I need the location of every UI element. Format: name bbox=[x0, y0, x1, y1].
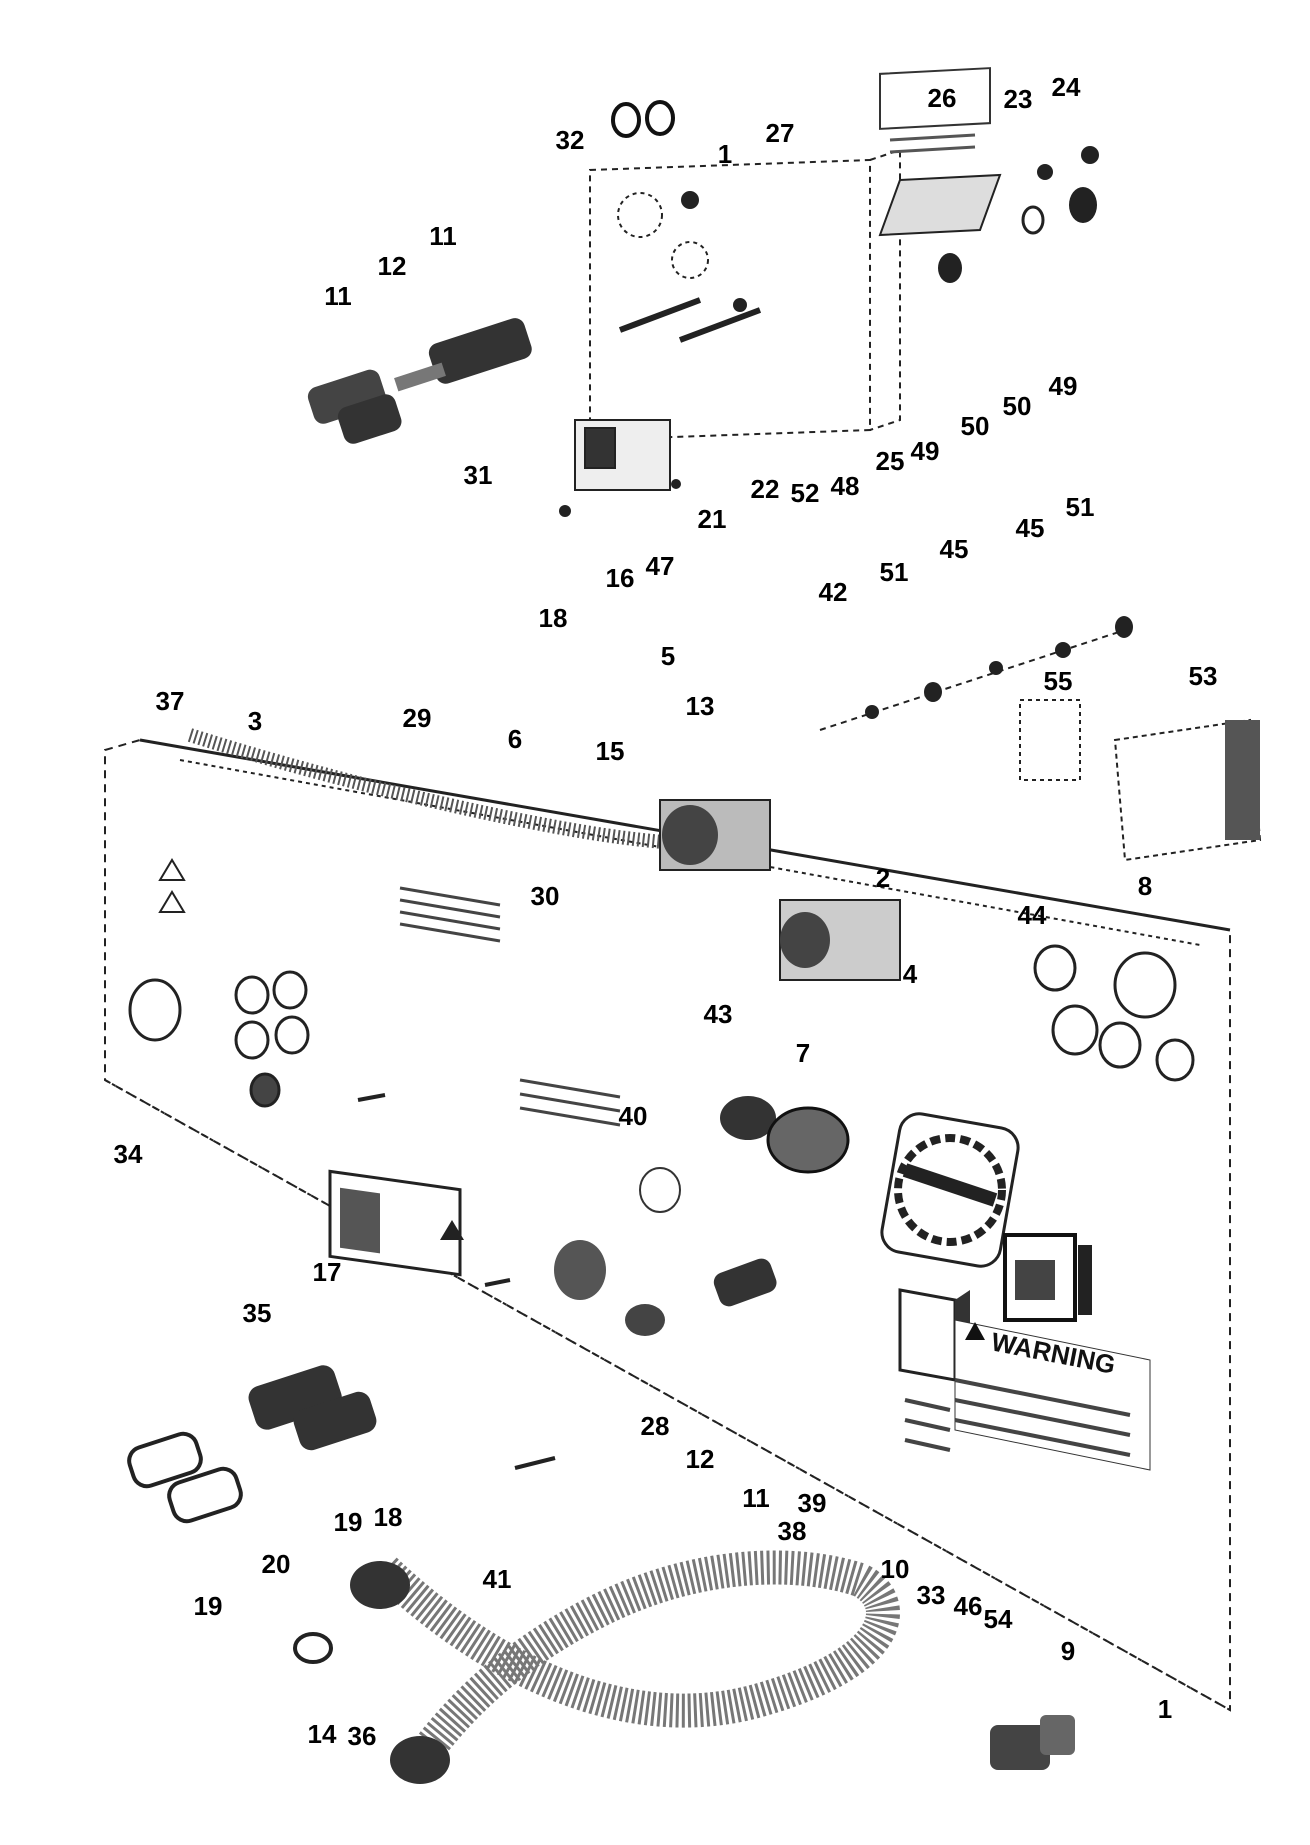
callout-label-47: 47 bbox=[646, 551, 675, 581]
hardware-chain-parts bbox=[865, 616, 1133, 719]
callout-label-8: 8 bbox=[1138, 871, 1152, 901]
bracket bbox=[878, 173, 1002, 237]
callout-label-9: 9 bbox=[1061, 1636, 1075, 1666]
callout-label-36: 36 bbox=[348, 1721, 377, 1751]
connector-assembly-top bbox=[307, 318, 532, 444]
callout-label-49: 49 bbox=[911, 436, 940, 466]
callout-label-37: 37 bbox=[156, 686, 185, 716]
callout-label-19: 19 bbox=[194, 1591, 223, 1621]
callout-label-51: 51 bbox=[1066, 492, 1095, 522]
callout-label-33: 33 bbox=[917, 1580, 946, 1610]
callout-label-1: 1 bbox=[1158, 1694, 1172, 1724]
callout-label-12: 12 bbox=[686, 1444, 715, 1474]
upper-control-assembly bbox=[574, 148, 901, 491]
callout-label-14: 14 bbox=[308, 1719, 337, 1749]
callout-label-18: 18 bbox=[374, 1502, 403, 1532]
relay-block bbox=[659, 699, 1081, 981]
callout-label-11: 11 bbox=[429, 221, 457, 251]
hose bbox=[373, 1550, 900, 1771]
callout-label-53: 53 bbox=[1189, 661, 1218, 691]
callout-label-27: 27 bbox=[766, 118, 795, 148]
wire-harness bbox=[187, 728, 762, 851]
callout-label-24: 24 bbox=[1052, 72, 1081, 102]
callout-label-55: 55 bbox=[1044, 666, 1073, 696]
callout-label-29: 29 bbox=[403, 703, 432, 733]
callout-labels: 1123456789101111111212131415161718181919… bbox=[114, 72, 1218, 1751]
knob-group bbox=[1033, 944, 1195, 1082]
callout-label-39: 39 bbox=[798, 1488, 827, 1518]
callout-label-31: 31 bbox=[464, 460, 493, 490]
side-box bbox=[1113, 718, 1262, 862]
warning-symbols bbox=[158, 858, 186, 913]
washer-pair bbox=[611, 100, 675, 138]
callout-label-50: 50 bbox=[1003, 391, 1032, 421]
callout-label-30: 30 bbox=[531, 881, 560, 911]
fittings-center bbox=[554, 1096, 850, 1336]
rocker-switch bbox=[1003, 1233, 1092, 1322]
callout-label-45: 45 bbox=[1016, 513, 1045, 543]
screws-top bbox=[559, 298, 747, 517]
callout-label-34: 34 bbox=[114, 1139, 143, 1169]
connector-assembly-bottom bbox=[127, 1365, 377, 1524]
callout-label-12: 12 bbox=[378, 251, 407, 281]
plug bbox=[990, 1715, 1075, 1770]
callout-label-13: 13 bbox=[686, 691, 715, 721]
callout-label-22: 22 bbox=[751, 474, 780, 504]
callout-label-50: 50 bbox=[961, 411, 990, 441]
callout-label-41: 41 bbox=[483, 1564, 512, 1594]
callout-label-3: 3 bbox=[248, 706, 262, 736]
hardware-chain bbox=[819, 629, 1126, 731]
callout-label-52: 52 bbox=[791, 478, 820, 508]
callout-label-23: 23 bbox=[1004, 84, 1033, 114]
callout-label-11: 11 bbox=[324, 281, 352, 311]
small-hardware-top bbox=[938, 146, 1099, 283]
callout-label-32: 32 bbox=[556, 125, 585, 155]
callout-label-46: 46 bbox=[954, 1591, 983, 1621]
callout-label-1: 1 bbox=[718, 139, 732, 169]
callout-label-4: 4 bbox=[903, 959, 918, 989]
callout-label-19: 19 bbox=[334, 1507, 363, 1537]
screws-bottom bbox=[357, 1093, 556, 1470]
callout-label-28: 28 bbox=[641, 1411, 670, 1441]
callout-label-43: 43 bbox=[704, 999, 733, 1029]
fan-unit bbox=[880, 1112, 1020, 1268]
callout-label-54: 54 bbox=[984, 1604, 1013, 1634]
callout-label-49: 49 bbox=[1049, 371, 1078, 401]
callout-label-6: 6 bbox=[508, 724, 522, 754]
left-knob-group bbox=[128, 970, 310, 1108]
callout-label-10: 10 bbox=[881, 1554, 910, 1584]
callout-label-45: 45 bbox=[940, 534, 969, 564]
callout-label-5: 5 bbox=[661, 641, 675, 671]
data-plate bbox=[328, 1169, 464, 1277]
callout-label-25: 25 bbox=[876, 446, 905, 476]
callout-label-26: 26 bbox=[928, 83, 957, 113]
callout-label-2: 2 bbox=[876, 863, 890, 893]
callout-label-35: 35 bbox=[243, 1298, 272, 1328]
text-label-blocks bbox=[399, 886, 621, 1127]
callout-label-11: 11 bbox=[742, 1483, 770, 1513]
callout-label-51: 51 bbox=[880, 557, 909, 587]
callout-label-18: 18 bbox=[539, 603, 568, 633]
callout-label-15: 15 bbox=[596, 736, 625, 766]
callout-label-20: 20 bbox=[262, 1549, 291, 1579]
callout-label-38: 38 bbox=[778, 1516, 807, 1546]
label-plate bbox=[879, 67, 991, 154]
hose-fittings bbox=[293, 1561, 450, 1784]
callout-label-40: 40 bbox=[619, 1101, 648, 1131]
callout-label-21: 21 bbox=[698, 504, 727, 534]
callout-label-44: 44 bbox=[1018, 900, 1047, 930]
callout-label-16: 16 bbox=[606, 563, 635, 593]
callout-label-42: 42 bbox=[819, 577, 848, 607]
callout-label-48: 48 bbox=[831, 471, 860, 501]
callout-label-7: 7 bbox=[796, 1038, 810, 1068]
callout-label-17: 17 bbox=[313, 1257, 342, 1287]
